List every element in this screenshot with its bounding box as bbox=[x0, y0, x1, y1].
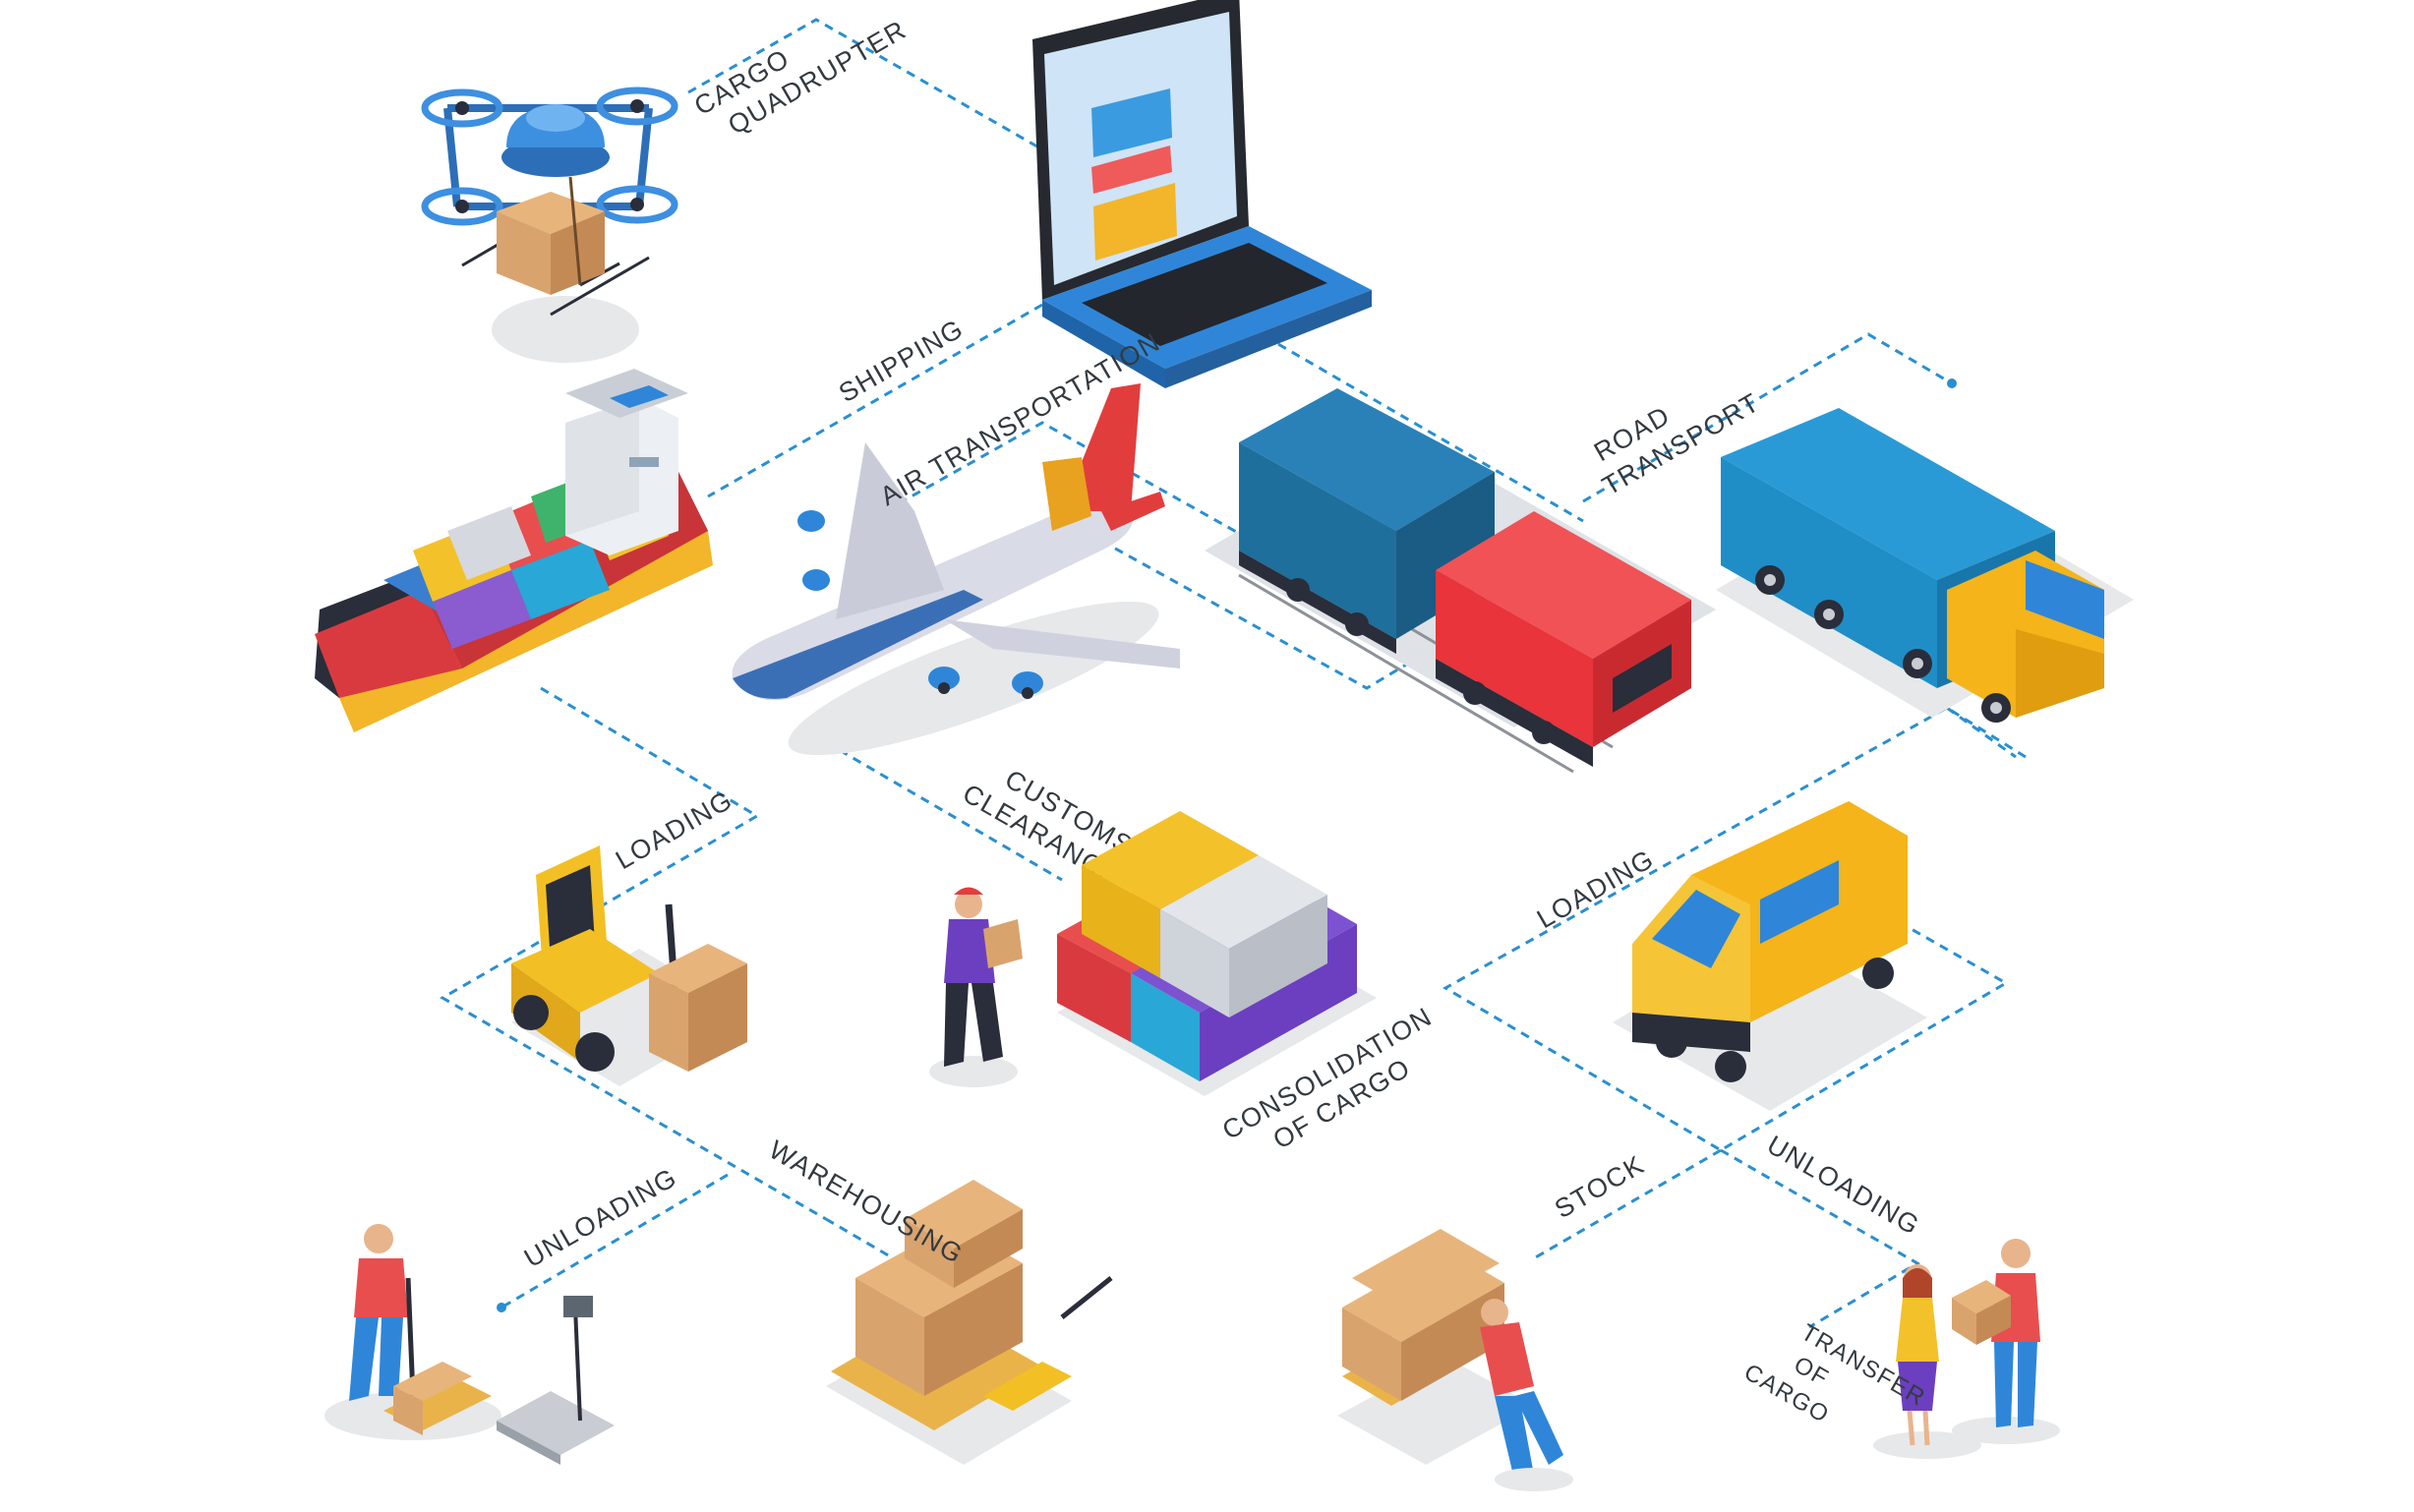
label-loading-right: LOADING bbox=[1532, 843, 1659, 934]
connector-laptop-train bbox=[1277, 342, 1584, 523]
cargo-ship-icon bbox=[315, 369, 713, 732]
connector-dot bbox=[497, 1303, 506, 1312]
cargo-drone-icon bbox=[421, 87, 678, 363]
pallet-jack-worker-icon bbox=[324, 1224, 501, 1440]
connector-road bbox=[1582, 332, 1953, 503]
courier-icon bbox=[929, 887, 1023, 1087]
label-loading-left: LOADING bbox=[611, 785, 737, 875]
delivery-van-icon bbox=[1613, 801, 1927, 1111]
platform-scale-icon bbox=[497, 1296, 615, 1465]
connector-stock bbox=[1533, 1148, 1722, 1260]
connector-drone-laptop bbox=[687, 18, 1043, 151]
container-stack-icon bbox=[1057, 811, 1377, 1096]
label-cargo-quadrupter: CARGO QUADRUPTER bbox=[689, 0, 912, 150]
label-shipping: SHIPPING bbox=[834, 314, 969, 408]
label-unloading-right: UNLOADING bbox=[1762, 1130, 1925, 1241]
laptop-icon bbox=[1032, 0, 1372, 388]
freight-train-icon bbox=[1205, 388, 1716, 774]
label-stock: STOCK bbox=[1550, 1149, 1650, 1224]
connector-truck-van bbox=[1442, 706, 2027, 1152]
worker-pushing-boxes-icon bbox=[1337, 1229, 1573, 1491]
connector-air bbox=[884, 421, 1358, 602]
connector-unloading-left bbox=[500, 1173, 729, 1309]
connector-unloading-right bbox=[1720, 1148, 1920, 1329]
connector-laptop-ship bbox=[707, 303, 1043, 498]
connector-train-loop bbox=[1100, 539, 1417, 690]
pallet-boxes-icon bbox=[826, 1180, 1113, 1465]
connector-truck-end bbox=[1946, 706, 2017, 759]
label-unloading-left: UNLOADING bbox=[519, 1162, 682, 1273]
connector-dot bbox=[1947, 378, 1957, 388]
semi-truck-icon bbox=[1716, 408, 2134, 723]
connector-customs bbox=[825, 740, 1063, 882]
forklift-icon bbox=[511, 845, 747, 1086]
people-exchanging-box-icon bbox=[1873, 1239, 2060, 1459]
airplane-icon bbox=[732, 383, 1180, 756]
